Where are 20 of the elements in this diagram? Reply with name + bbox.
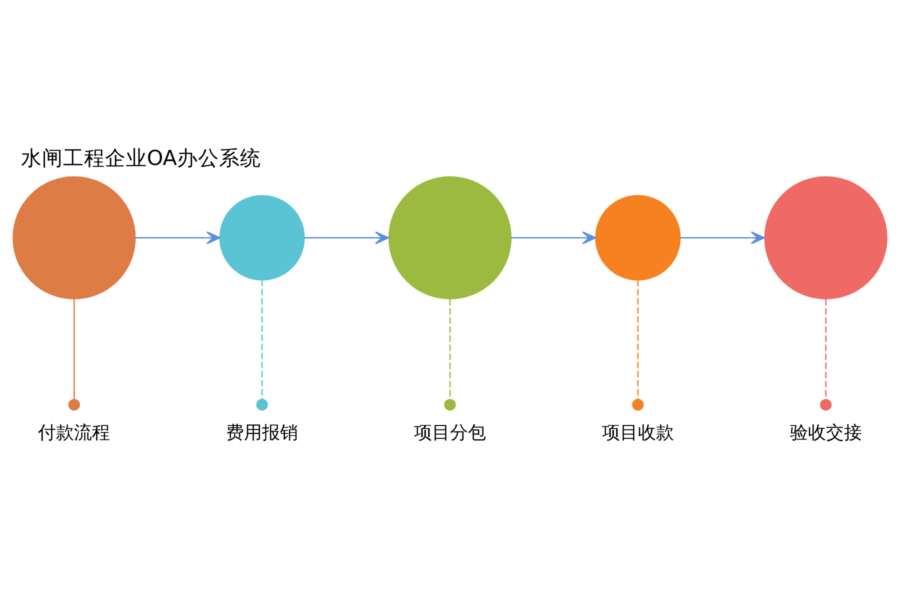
node-text: 项目收款 <box>602 422 674 444</box>
node-text: 项目分包 <box>414 422 486 444</box>
node-circle <box>388 176 512 300</box>
node-circle <box>12 176 136 300</box>
connector <box>68 299 80 411</box>
connector <box>444 299 456 411</box>
arrow <box>304 231 390 244</box>
arrow <box>135 231 221 244</box>
diagram-title: 水闸工程企业OA办公系统 <box>20 146 261 170</box>
node-text: 费用报销 <box>226 422 298 444</box>
node-circle <box>595 195 681 281</box>
connector <box>632 280 644 411</box>
arrow <box>680 231 766 244</box>
connector <box>820 299 832 411</box>
arrow <box>510 231 596 244</box>
node-text: 验收交接 <box>790 422 862 444</box>
node-text: 付款流程 <box>38 422 110 444</box>
node-circle <box>764 176 888 300</box>
connector <box>256 280 268 411</box>
node-circle <box>219 195 305 281</box>
